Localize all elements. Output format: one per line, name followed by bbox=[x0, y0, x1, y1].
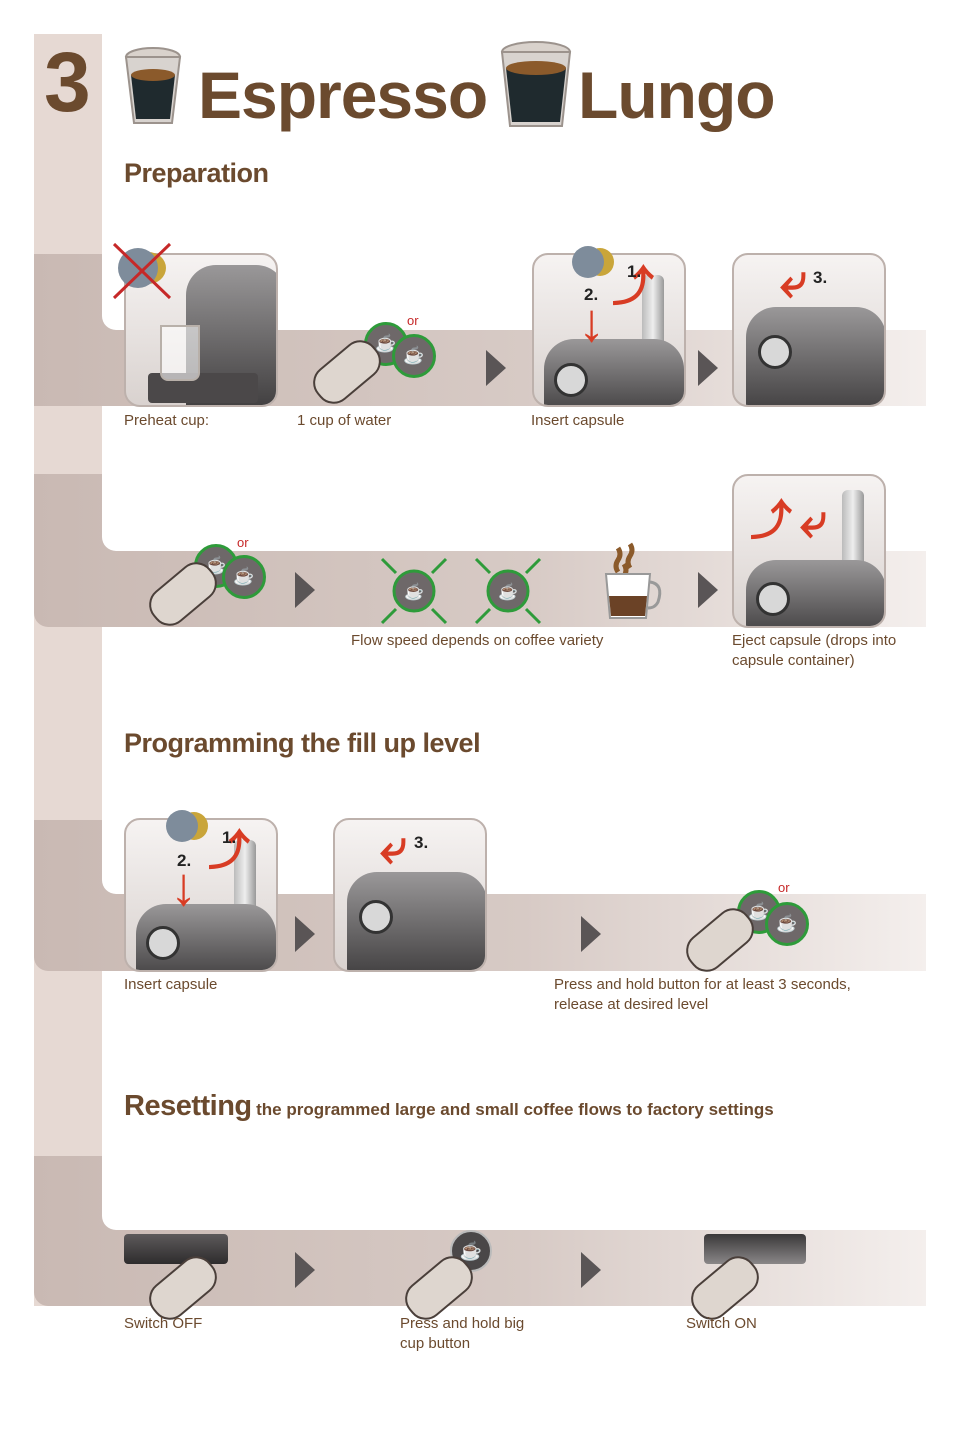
close-arrow-icon: ⤶ bbox=[800, 495, 827, 548]
step-label-2: 2. bbox=[584, 285, 599, 304]
step-label-3: 3. bbox=[813, 268, 828, 287]
cup-button-icon: ☕ bbox=[776, 914, 798, 933]
caption-press-big-cup: Press and hold big cup button bbox=[400, 1315, 525, 1352]
power-switch-on[interactable] bbox=[704, 1234, 806, 1264]
heading-preparation: Preparation bbox=[124, 158, 269, 188]
caption-eject-capsule: Eject capsule (drops into capsule contai… bbox=[732, 632, 897, 669]
cup-button-icon: ☕ bbox=[459, 1241, 483, 1261]
cup-button-icon: ☕ bbox=[403, 346, 425, 365]
close-arrow-icon: ⤶ bbox=[780, 255, 807, 308]
capsule-icon bbox=[570, 244, 618, 280]
coffee-mug-icon bbox=[602, 540, 664, 622]
blinking-lungo-button: ☕ bbox=[472, 555, 544, 627]
big-cup-button[interactable]: ☕ bbox=[450, 1230, 492, 1272]
open-arrow-icon: ⤴ bbox=[750, 497, 793, 544]
step-label-2: 2. bbox=[177, 851, 192, 870]
caption-insert-capsule: Insert capsule bbox=[124, 976, 218, 993]
lift-arrow-icon: ⤴ bbox=[612, 263, 655, 310]
down-arrow-icon: ↓ bbox=[578, 293, 605, 353]
insert-capsule-image bbox=[124, 818, 278, 972]
title-lungo: Lungo bbox=[578, 58, 776, 132]
play-arrow-icon bbox=[698, 572, 718, 608]
play-arrow-icon bbox=[581, 1252, 601, 1288]
heading-resetting-row: Resetting the programmed large and small… bbox=[124, 1090, 774, 1123]
lift-arrow-icon: ⤴ bbox=[208, 827, 251, 874]
or-label: or bbox=[778, 880, 790, 895]
heading-resetting: Resetting bbox=[124, 1090, 252, 1122]
caption-preheat: Preheat cup: bbox=[124, 412, 210, 429]
play-arrow-icon bbox=[581, 916, 601, 952]
play-arrow-icon bbox=[698, 350, 718, 386]
caption-insert-capsule: Insert capsule bbox=[531, 412, 625, 429]
caption-water: 1 cup of water bbox=[297, 412, 392, 429]
resetting-subtitle: the programmed large and small coffee fl… bbox=[256, 1100, 774, 1119]
step-label-1: 1. bbox=[222, 828, 237, 847]
close-lever-image bbox=[333, 818, 487, 972]
caption-press-hold: Press and hold button for at least 3 sec… bbox=[554, 976, 851, 1013]
espresso-cup-icon bbox=[122, 45, 184, 127]
cup-button-icon: ☕ bbox=[375, 334, 397, 353]
capsule-icon bbox=[164, 808, 212, 844]
play-arrow-icon bbox=[295, 572, 315, 608]
blinking-espresso-button: ☕ bbox=[378, 555, 450, 627]
caption-switch-off: Switch OFF bbox=[124, 1315, 203, 1332]
or-label: or bbox=[237, 535, 249, 550]
insert-capsule-image bbox=[532, 253, 686, 407]
play-arrow-icon bbox=[486, 350, 506, 386]
title-espresso: Espresso bbox=[198, 58, 488, 132]
play-arrow-icon bbox=[295, 1252, 315, 1288]
sidebar-strip bbox=[34, 34, 102, 1306]
heading-programming: Programming the fill up level bbox=[124, 728, 481, 758]
power-switch-off[interactable] bbox=[124, 1234, 228, 1264]
step-number: 3 bbox=[44, 35, 91, 129]
lungo-cup-icon bbox=[498, 40, 574, 130]
preheat-cup-image bbox=[124, 253, 278, 407]
lungo-button[interactable]: ☕ bbox=[222, 555, 266, 599]
caption-switch-on: Switch ON bbox=[686, 1315, 757, 1332]
step-label-3: 3. bbox=[414, 833, 429, 852]
cup-button-icon: ☕ bbox=[748, 902, 770, 921]
play-arrow-icon bbox=[295, 916, 315, 952]
close-arrow-icon: ⤶ bbox=[380, 821, 407, 874]
svg-text:☕: ☕ bbox=[404, 582, 424, 601]
down-arrow-icon: ↓ bbox=[170, 857, 197, 917]
lungo-button[interactable]: ☕ bbox=[392, 334, 436, 378]
cup-button-icon: ☕ bbox=[233, 567, 255, 586]
eject-capsule-image bbox=[732, 474, 886, 628]
svg-text:☕: ☕ bbox=[498, 582, 518, 601]
crossed-capsule-icon bbox=[108, 240, 174, 300]
step-label-1: 1. bbox=[627, 262, 642, 281]
caption-flow-speed: Flow speed depends on coffee variety bbox=[351, 632, 604, 649]
lungo-button[interactable]: ☕ bbox=[765, 902, 809, 946]
close-lever-image bbox=[732, 253, 886, 407]
or-label: or bbox=[407, 313, 419, 328]
